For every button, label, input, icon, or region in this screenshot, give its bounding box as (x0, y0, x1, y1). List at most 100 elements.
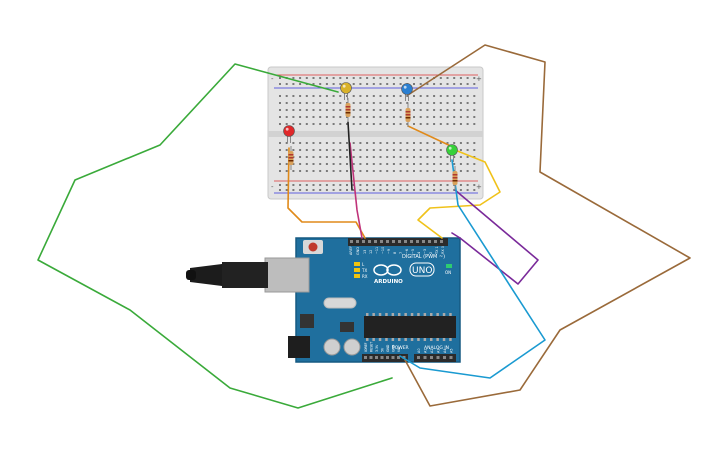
terminal-hole (419, 149, 422, 151)
header-pin[interactable] (397, 356, 400, 359)
resistor-green-led[interactable] (452, 166, 458, 190)
terminal-hole (459, 170, 462, 172)
wire-black[interactable] (347, 121, 353, 191)
rx-led (354, 274, 360, 278)
header-pin[interactable] (380, 240, 383, 243)
header-pin[interactable] (422, 240, 425, 243)
wire-magenta[interactable] (349, 142, 363, 239)
rail-hole (292, 77, 295, 79)
terminal-hole (426, 102, 429, 104)
wire-orange-2[interactable] (407, 125, 456, 149)
red-led[interactable] (283, 125, 295, 144)
chip-pin (417, 338, 420, 341)
usb-cable-strain-relief (190, 264, 222, 286)
header-pin[interactable] (356, 240, 359, 243)
header-pin[interactable] (386, 356, 389, 359)
yellow-led[interactable] (340, 82, 352, 101)
terminal-hole (292, 102, 295, 104)
wire-orange[interactable] (287, 147, 366, 239)
terminal-hole (439, 163, 442, 165)
resistor-blue-led[interactable] (405, 103, 411, 127)
header-pin[interactable] (392, 240, 395, 243)
rail-hole (473, 83, 476, 85)
rail-hole (339, 83, 342, 85)
header-pin[interactable] (434, 240, 437, 243)
reset-button-cap[interactable] (308, 242, 318, 252)
terminal-hole (473, 123, 476, 125)
header-pin[interactable] (398, 240, 401, 243)
header-pin[interactable] (375, 356, 378, 359)
header-pin[interactable] (369, 356, 373, 359)
terminal-hole (299, 109, 302, 111)
terminal-hole (473, 109, 476, 111)
header-pin[interactable] (368, 240, 371, 243)
l-label: L (362, 262, 365, 267)
header-pin[interactable] (362, 240, 365, 243)
digital-pin-label: 7 (399, 252, 403, 254)
resistor-yellow-led[interactable] (345, 98, 351, 122)
wires (37, 44, 691, 409)
terminal-hole (439, 156, 442, 158)
rail-hole (279, 189, 281, 191)
header-pin[interactable] (386, 240, 389, 243)
header-pin[interactable] (443, 356, 446, 359)
aref-label: AREF (349, 246, 353, 255)
chip-pin (398, 338, 401, 341)
header-pin[interactable] (423, 356, 427, 359)
green-led[interactable] (446, 144, 458, 163)
terminal-hole (386, 170, 389, 172)
terminal-hole (433, 156, 436, 158)
terminal-hole (332, 142, 335, 144)
rail-hole (379, 77, 382, 79)
header-pin[interactable] (350, 240, 353, 243)
arduino-uno-board[interactable]: L TX RX ON UNO ARDUINO DIGITAL (PWM ~) P… (288, 237, 461, 363)
terminal-hole (325, 163, 328, 165)
header-pin[interactable] (374, 240, 377, 243)
rail-hole (433, 184, 436, 186)
header-pin[interactable] (428, 240, 431, 243)
header-pin[interactable] (391, 356, 395, 359)
chip-pin (410, 338, 414, 341)
header-pin[interactable] (364, 356, 367, 359)
rail-hole (446, 77, 449, 79)
wire-brown[interactable] (404, 44, 691, 407)
header-pin[interactable] (436, 356, 440, 359)
rail-hole (346, 189, 348, 191)
terminal-hole (352, 142, 355, 144)
header-pin[interactable] (430, 356, 433, 359)
voltage-regulator (300, 314, 314, 328)
rail-hole (392, 77, 395, 79)
chip-pin (366, 338, 369, 341)
terminal-hole (419, 170, 422, 172)
header-pin[interactable] (416, 240, 419, 243)
chip-pin (378, 338, 382, 341)
blue-led[interactable] (401, 83, 413, 102)
rail-hole (386, 189, 389, 191)
wire-cyan[interactable] (399, 159, 546, 379)
terminal-hole (413, 116, 415, 118)
crystal-oscillator (323, 297, 357, 309)
terminal-hole (466, 149, 469, 151)
usb-cable[interactable] (186, 257, 310, 293)
wire-yellow[interactable] (417, 149, 501, 239)
bottom-rail-plus: + (476, 183, 482, 191)
rail-hole (426, 184, 429, 186)
terminal-hole (446, 156, 449, 158)
wire-green[interactable] (37, 63, 393, 409)
terminal-hole (299, 156, 302, 158)
header-pin[interactable] (404, 240, 407, 243)
resistor-red-led[interactable] (288, 146, 294, 170)
terminal-hole (439, 123, 442, 125)
header-pin[interactable] (380, 356, 384, 359)
header-pin[interactable] (417, 356, 420, 359)
terminal-hole (392, 109, 395, 111)
header-pin[interactable] (449, 356, 453, 359)
breadboard[interactable]: - + - + (267, 66, 484, 200)
header-pin[interactable] (410, 240, 413, 243)
terminal-hole (372, 109, 375, 111)
terminal-hole (312, 149, 315, 151)
wire-purple[interactable] (451, 189, 539, 285)
dc-power-jack[interactable] (288, 336, 310, 358)
header-pin[interactable] (440, 240, 443, 243)
terminal-hole (325, 142, 328, 144)
